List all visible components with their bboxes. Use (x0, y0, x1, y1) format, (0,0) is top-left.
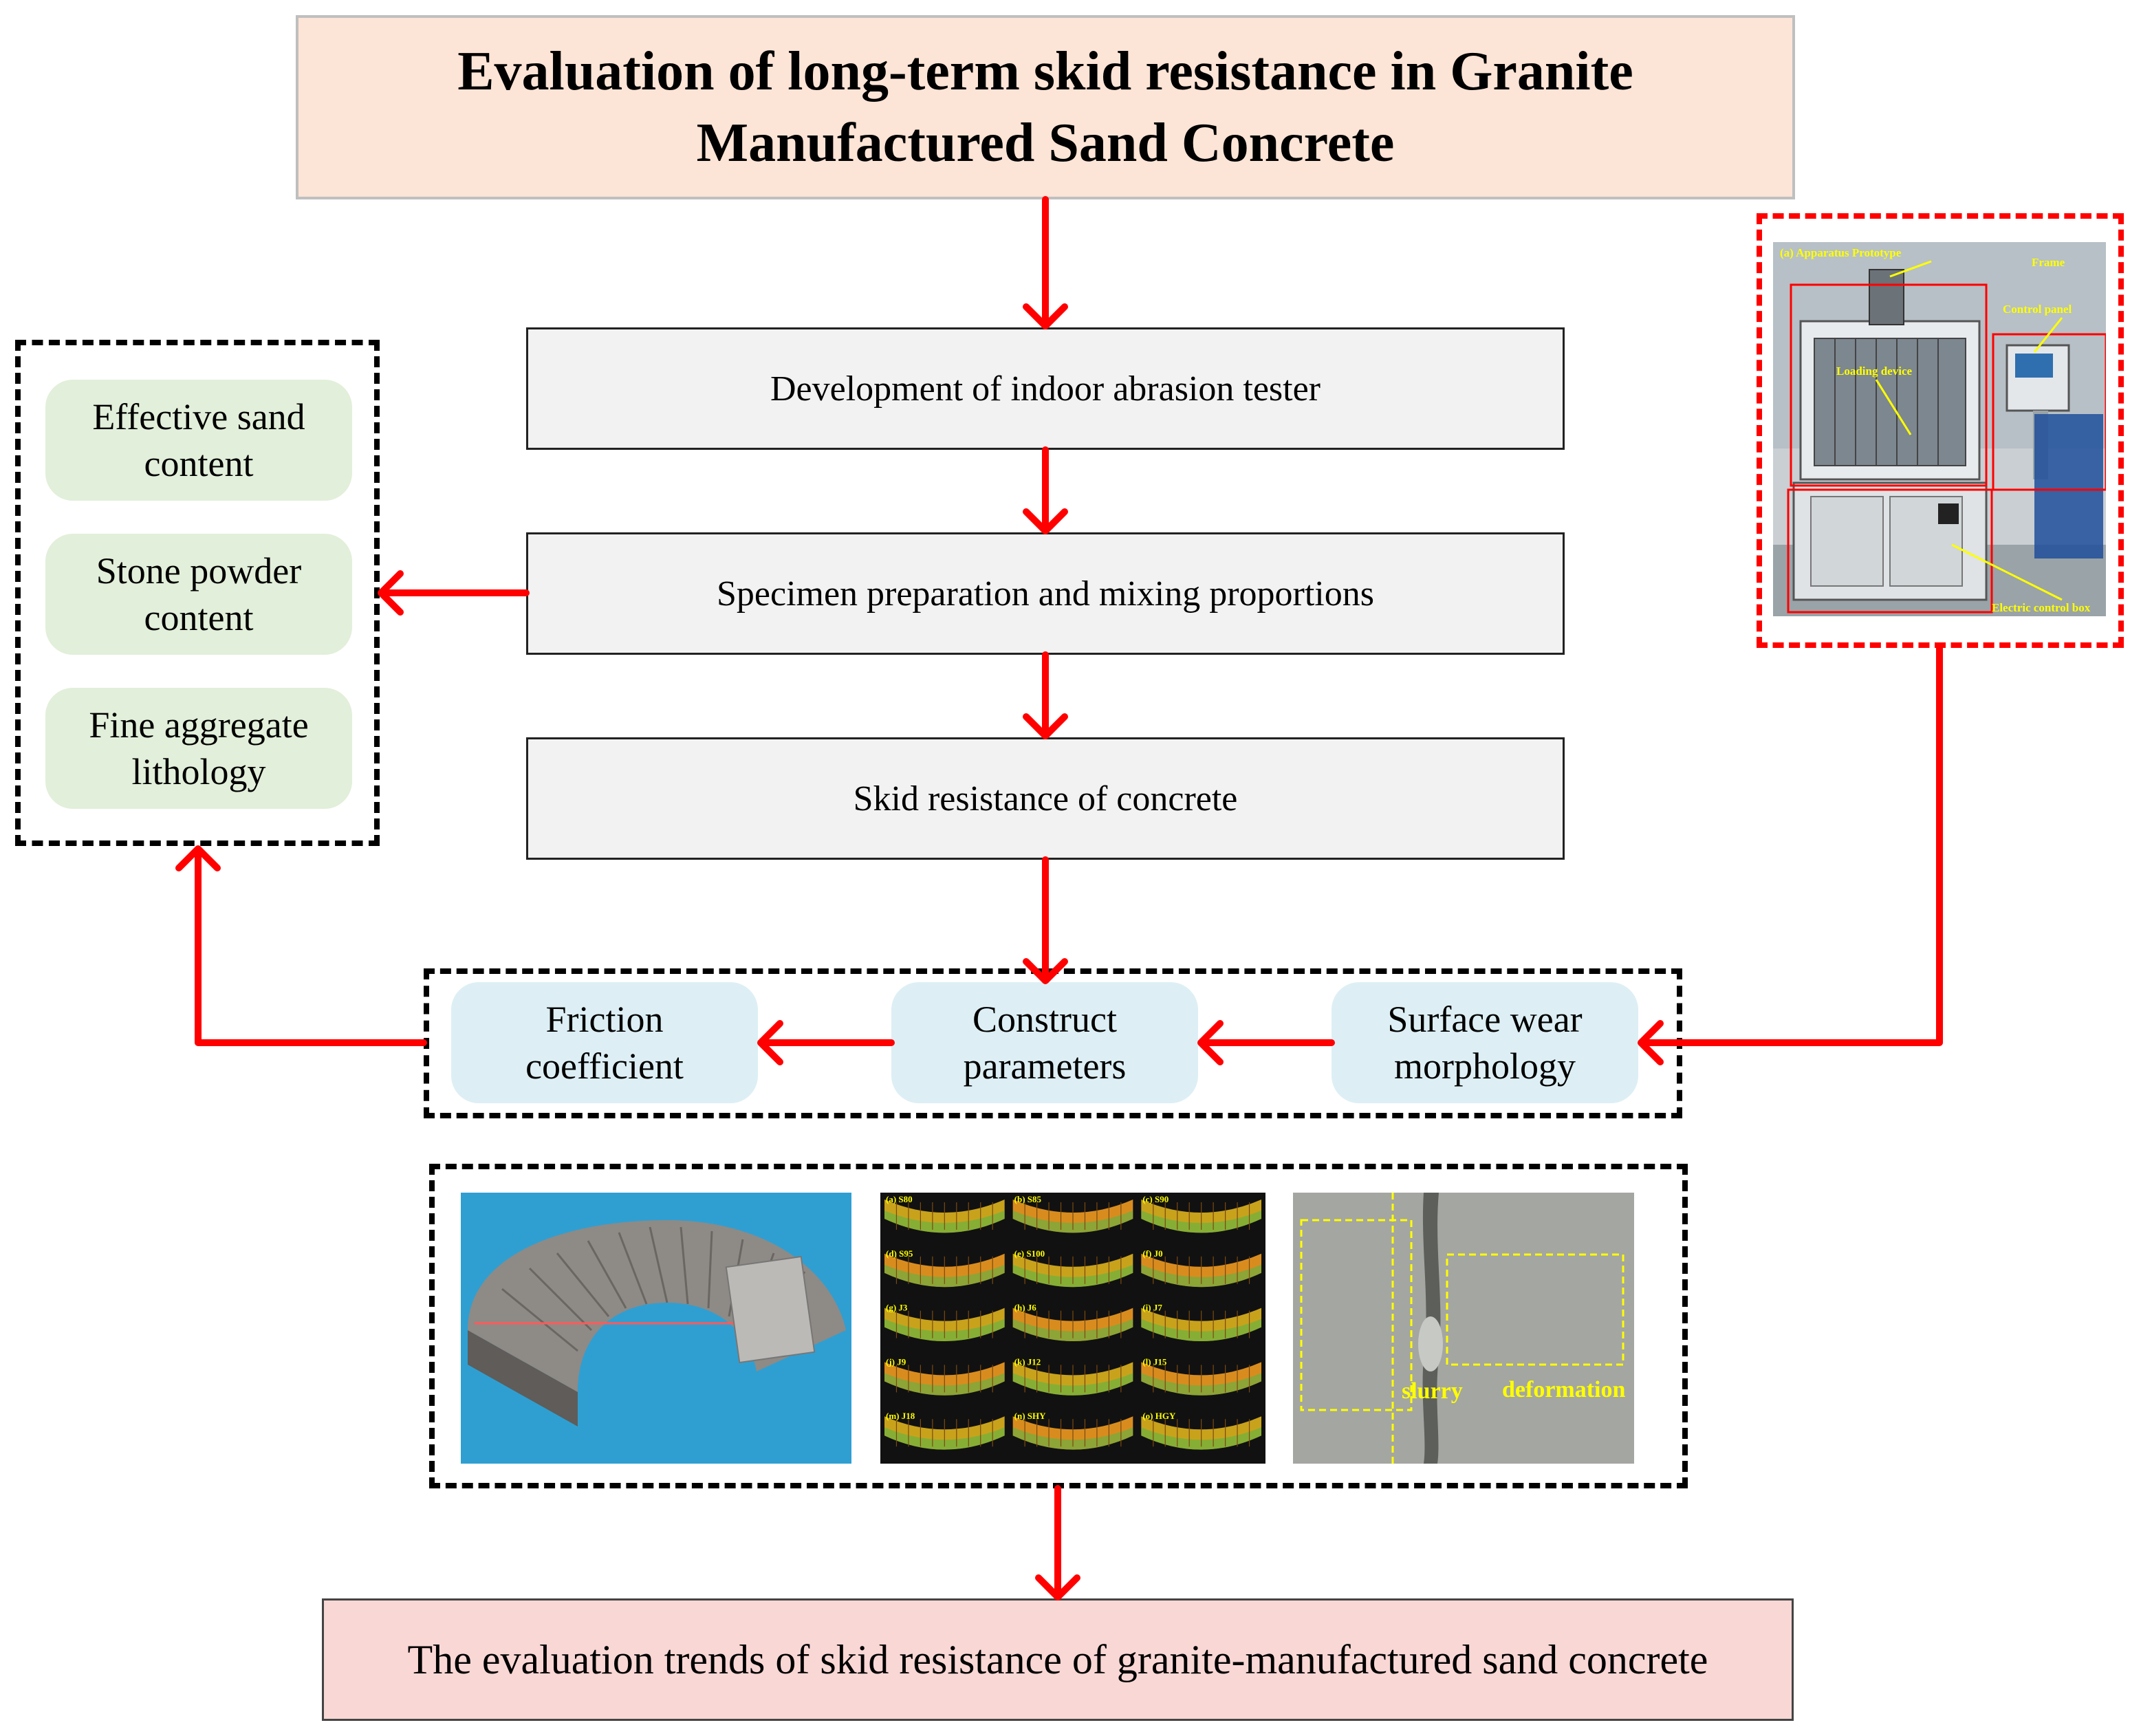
apparatus-drawing (1773, 242, 2106, 616)
apparatus-label-electric-box: Electric control box (1992, 601, 2091, 614)
scan-tile-label: (k) J12 (1014, 1356, 1041, 1367)
scan-tile-label: (h) J6 (1014, 1303, 1037, 1313)
scan-tile: (j) J9 (884, 1356, 1005, 1396)
factor-line: Effective sand (92, 396, 305, 437)
scan-tile: (m) J18 (884, 1411, 1005, 1450)
arrow-surface-to-construct (1197, 1020, 1335, 1065)
param-surface-wear: Surface wear morphology (1332, 982, 1638, 1103)
scan-tile-shade (1141, 1211, 1261, 1233)
scan-tile-shade (884, 1373, 1005, 1396)
factor-line: content (144, 597, 254, 638)
scan-tile: (o) HGY (1141, 1411, 1261, 1450)
factor-line: Stone powder (96, 550, 302, 592)
scan-tile: (g) J3 (884, 1303, 1005, 1341)
scan-tile: (e) S100 (1012, 1248, 1133, 1288)
factor-line: lithology (131, 751, 266, 792)
scan-tile-label: (d) S95 (886, 1248, 913, 1259)
scan-tile-label: (i) J7 (1142, 1303, 1162, 1313)
scan-tile: (f) J0 (1141, 1248, 1261, 1288)
scan-tile-shade (884, 1211, 1005, 1233)
wear-label-deformation: deformation (1502, 1377, 1626, 1402)
step-label: Skid resistance of concrete (853, 779, 1238, 818)
scan-tile: (k) J12 (1012, 1356, 1133, 1396)
factors-group-frame (15, 340, 380, 846)
scan-drawing: (a) S80 (b) S85 (c) S90 (d) S95 (e) S100 (f) … (884, 1194, 1261, 1450)
scan-tile-label: (e) S100 (1014, 1248, 1045, 1259)
title-line-1: Evaluation of long-term skid resistance … (457, 41, 1633, 102)
param-construct-parameters: Construct parameters (891, 982, 1198, 1103)
scan-tile: (n) SHY (1012, 1411, 1133, 1450)
scan-grid: (a) S80 (b) S85 (c) S90 (d) S95 (e) S100 (f) … (880, 1193, 1265, 1464)
wear-drawing (1293, 1193, 1634, 1464)
scan-tile-shade (1012, 1211, 1133, 1233)
factor-line: Fine aggregate (89, 704, 309, 746)
scan-tile-shade (884, 1319, 1005, 1341)
scan-tile: (d) S95 (884, 1248, 1005, 1288)
param-line: Friction (545, 999, 664, 1040)
scan-tile-shade (1012, 1319, 1133, 1341)
scan-tile-shade (1012, 1373, 1133, 1396)
param-line: morphology (1393, 1045, 1576, 1087)
arrow-specimen-to-skid (1023, 651, 1068, 739)
scan-tile-shade (1012, 1264, 1133, 1288)
scan-tile: (h) J6 (1012, 1303, 1133, 1341)
scan-tile-label: (b) S85 (1014, 1194, 1042, 1204)
scan-tile-shade (884, 1264, 1005, 1288)
scan-tile: (l) J15 (1141, 1356, 1261, 1396)
scan-tile-label: (o) HGY (1142, 1411, 1176, 1421)
arrow-specimen-to-factors (378, 570, 530, 616)
step-label: Specimen preparation and mixing proporti… (716, 574, 1374, 614)
factor-line: content (144, 443, 254, 484)
specimen-drawing (461, 1193, 851, 1464)
scan-tile-label: (n) SHY (1014, 1411, 1046, 1421)
conclusion-text: The evaluation trends of skid resistance… (407, 1636, 1708, 1682)
arrow-images-to-conclusion (1035, 1485, 1080, 1601)
factor-aggregate-lithology: Fine aggregate lithology (45, 688, 352, 809)
scan-tile-label: (f) J0 (1142, 1248, 1162, 1259)
arrow-construct-to-friction (757, 1020, 895, 1065)
step-label: Development of indoor abrasion tester (770, 369, 1321, 409)
param-friction-coefficient: Friction coefficient (451, 982, 758, 1103)
scan-tile: (c) S90 (1141, 1194, 1261, 1233)
arrow-friction-to-factors (175, 845, 427, 1046)
param-line: coefficient (525, 1045, 684, 1087)
scan-tile-label: (a) S80 (886, 1194, 913, 1204)
diagram-title: Evaluation of long-term skid resistance … (296, 15, 1795, 199)
param-line: Construct (972, 999, 1117, 1040)
specimen-photo (461, 1193, 851, 1464)
scan-tile-label: (j) J9 (886, 1356, 906, 1367)
step-specimen-preparation: Specimen preparation and mixing proporti… (526, 532, 1565, 655)
arrow-title-to-tester (1023, 196, 1068, 329)
scan-tile-shade (884, 1427, 1005, 1450)
scan-tile-shade (1141, 1264, 1261, 1288)
param-line: parameters (963, 1045, 1127, 1087)
apparatus-label-control-panel: Control panel (2003, 303, 2072, 316)
apparatus-caption: (a) Apparatus Prototype (1780, 246, 1902, 259)
scan-tile-label: (l) J15 (1142, 1356, 1167, 1367)
factor-effective-sand: Effective sand content (45, 380, 352, 501)
apparatus-photo: (a) Apparatus Prototype Frame Control pa… (1773, 242, 2106, 616)
apparatus-label-frame: Frame (2032, 256, 2065, 269)
conclusion-box: The evaluation trends of skid resistance… (322, 1598, 1794, 1721)
arrow-tester-to-specimen (1023, 446, 1068, 534)
scan-tile-label: (g) J3 (886, 1303, 908, 1313)
scan-tile-label: (m) J18 (886, 1411, 915, 1421)
scan-tile-label: (c) S90 (1142, 1194, 1169, 1204)
arrow-skid-to-construct (1023, 856, 1068, 984)
arrow-apparatus-to-surface (1638, 644, 1943, 1065)
param-line: Surface wear (1387, 999, 1583, 1040)
scan-tile: (b) S85 (1012, 1194, 1133, 1233)
factor-stone-powder: Stone powder content (45, 534, 352, 655)
scan-tile: (i) J7 (1141, 1303, 1261, 1341)
scan-tile-shade (1141, 1373, 1261, 1396)
wear-photo: slurry deformation (1293, 1193, 1634, 1464)
title-line-2: Manufactured Sand Concrete (696, 113, 1395, 173)
scan-tile-shade (1012, 1427, 1133, 1450)
scan-tile-shade (1141, 1427, 1261, 1450)
wear-label-slurry: slurry (1402, 1378, 1463, 1404)
scan-tile: (a) S80 (884, 1194, 1005, 1233)
scan-tile-shade (1141, 1319, 1261, 1341)
apparatus-label-loading-device: Loading device (1836, 365, 1913, 378)
